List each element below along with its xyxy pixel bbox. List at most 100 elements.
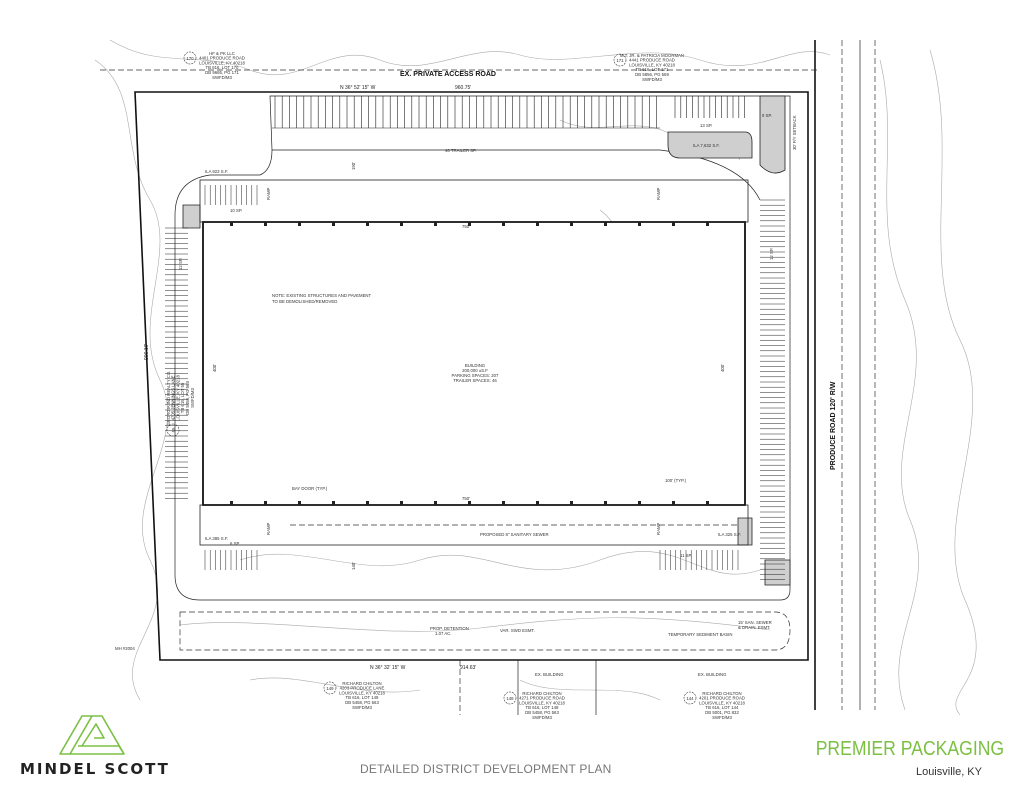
owner-city: LOUISVILLE, KY 40218 — [199, 60, 245, 65]
parking-stripes — [165, 96, 785, 580]
owner-name: RICHARD CHILTON — [342, 681, 381, 686]
owner-zone: SWFD/M3 — [190, 387, 195, 407]
owner-addr: 4201 PRODUCE ROAD — [699, 696, 745, 701]
lot-number-circle — [683, 691, 697, 705]
dim-south-court: 140' — [351, 562, 356, 570]
dim-typ: 100' (TYP.) — [665, 478, 687, 483]
distance-top: 960.75' — [455, 85, 471, 91]
owner-tb: TB 616, LOT 171 — [636, 67, 669, 72]
parking-count: 9 SP. — [762, 113, 772, 118]
owner-tb: TB 616, LOT 170 — [206, 65, 239, 70]
parking-spaces: PARKING SPACES: 207 — [452, 373, 499, 378]
building-label: BUILDING — [465, 363, 486, 368]
detention-area: 1.07 AC. — [435, 631, 451, 636]
ramp-label: RAMP — [266, 187, 271, 200]
project-location: Louisville, KY — [915, 766, 982, 778]
owner-tb: TB 615, LOT 55 — [180, 382, 185, 413]
bay-door — [400, 501, 403, 505]
owner-db: DB 5458, PG 563 — [525, 710, 559, 715]
island-se2 — [764, 559, 791, 586]
parking-count: 10 SP. — [230, 208, 242, 213]
owner-zone: SWFD/M3 — [642, 77, 662, 82]
ramp-label: RAMP — [656, 522, 661, 535]
owner-db: DB 5856, PG 569 — [635, 72, 669, 77]
parking-count: 13 SP. — [700, 123, 712, 128]
bay-door — [264, 222, 267, 226]
parking-count: 6 SP. — [230, 541, 240, 546]
owner-addr: 4271 PRODUCE ROAD — [519, 696, 565, 701]
access-road-label: EX. PRIVATE ACCESS ROAD — [400, 71, 496, 78]
bay-door — [570, 501, 573, 505]
owner-name: GEORGIA IND REALTY CO. — [166, 371, 171, 426]
owner-city: LOUISVILLE, KY 40218 — [339, 690, 385, 695]
parking-count: 11 SP. — [680, 553, 692, 558]
owner-name: RICHARD CHILTON — [702, 691, 741, 696]
ila-label: ILA 923 S.F. — [205, 169, 228, 174]
drive-aisle — [272, 149, 761, 201]
bay-door — [434, 501, 437, 505]
bay-door — [400, 222, 403, 226]
bay-door-label: BAY DOOR (TYP.) — [292, 486, 328, 491]
owner-id: 171 — [616, 58, 624, 63]
ex-building-label: EX. BUILDING — [535, 672, 564, 677]
distance-bottom: 914.63' — [460, 665, 476, 671]
bay-door — [298, 501, 301, 505]
lot-number-circle — [613, 53, 627, 67]
demolition-note-2: TO BE DEMOLISHED/REMOVED — [272, 299, 337, 304]
bay-door — [468, 501, 471, 505]
bay-doors — [230, 222, 709, 505]
ex-building-label: EX. BUILDING — [698, 672, 727, 677]
detention-label: PROP. DETENTION — [430, 626, 469, 631]
lot-number-circle — [183, 51, 197, 65]
dim-north-court: 190' — [351, 162, 356, 170]
owner-id: 149 — [326, 686, 334, 691]
property-boundary — [134, 91, 809, 661]
bay-door — [332, 501, 335, 505]
bay-door — [672, 222, 675, 226]
owner-id: 148 — [506, 696, 514, 701]
owner-city: LOUISVILLE, KY 40218 — [699, 700, 745, 705]
bearing-bottom: N 36° 32' 15" W — [370, 665, 406, 671]
island-se — [737, 517, 753, 546]
building-info: BUILDING 200,000 ±S.F PARKING SPACES: 20… — [452, 363, 499, 383]
bay-door — [536, 501, 539, 505]
bay-door — [638, 222, 641, 226]
owner-zone: SWFD/M3 — [532, 715, 552, 720]
bay-door — [264, 501, 267, 505]
pavement-outline — [174, 95, 791, 601]
island-ne — [759, 95, 786, 174]
swd-easement-label: VAR. SWD ESMT. — [500, 628, 535, 633]
bay-door — [706, 222, 709, 226]
mindel-scott-logo — [59, 715, 125, 755]
south-truck-court — [199, 504, 749, 546]
ila-label: ILA 385 S.F. — [205, 536, 228, 541]
dim-width-bottom: 750' — [462, 496, 470, 501]
owner-db: DB 5001, PG 832 — [705, 710, 739, 715]
owner-tb: TB 616, LOT 149 — [346, 695, 379, 700]
bearing-top: N 36° 52' 15" W — [340, 85, 376, 91]
bay-door — [604, 222, 607, 226]
owner-addr: 4401 PRODUCE ROAD — [199, 56, 245, 61]
owner-city: LOUISVILLE, KY 40218 — [175, 375, 180, 421]
island-top — [667, 131, 753, 159]
owner-addr: 4441 PRODUCE ROAD — [629, 58, 675, 63]
building-area: 200,000 ±S.F — [462, 368, 488, 373]
owner-city: LOUISVILLE, KY 40218 — [519, 700, 565, 705]
bay-door — [434, 222, 437, 226]
owner-zone: SWFD/M3 — [712, 715, 732, 720]
sewer-easement-label: 15' SAN. SEWER — [738, 620, 772, 625]
owner-name: HF & PK LLC — [209, 51, 235, 56]
manhole-label: MH #2004 — [115, 646, 135, 651]
ila-label: ILA 7,632 S.F. — [693, 143, 720, 148]
produce-road: PRODUCE ROAD 120' R/W — [814, 40, 876, 710]
sanitary-sewer-label: PROPOSED 8" SANITARY SEWER — [480, 532, 549, 537]
north-truck-court — [199, 179, 749, 223]
island-nw — [182, 204, 201, 229]
